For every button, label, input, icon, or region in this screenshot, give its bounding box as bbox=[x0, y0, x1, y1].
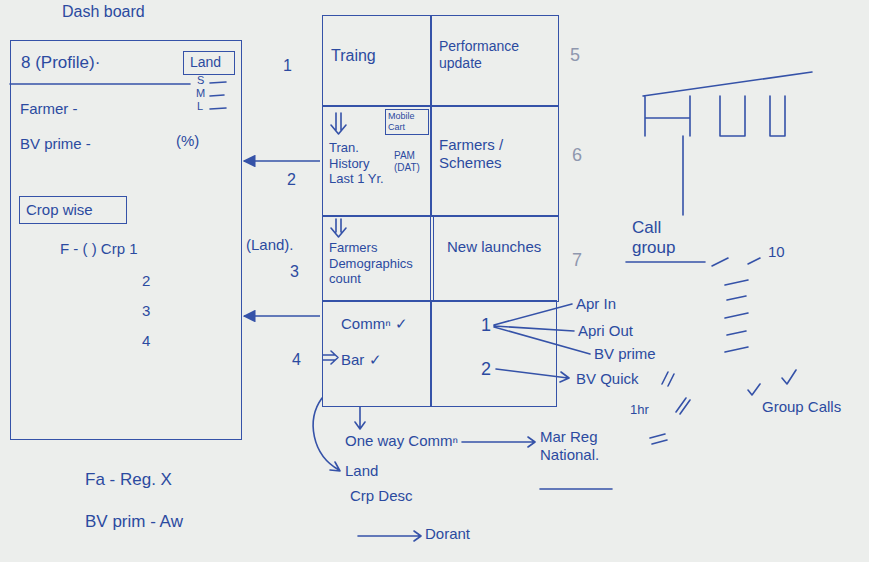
note-label: Crp Desc bbox=[350, 487, 413, 505]
note-label: 4 bbox=[142, 332, 150, 350]
mobile-cart-box: Mobile Cart bbox=[385, 109, 429, 135]
node-text: Mobile Cart bbox=[388, 111, 426, 133]
slash-marks bbox=[650, 372, 690, 444]
note-label: PAM (DAT) bbox=[394, 150, 428, 174]
tick-marks bbox=[748, 370, 796, 395]
note-label: 7 bbox=[572, 250, 582, 272]
note-label: L bbox=[197, 100, 203, 113]
connector-arrow bbox=[244, 315, 320, 317]
note-label: Land bbox=[345, 462, 378, 480]
diagram-title: Dash board bbox=[62, 2, 145, 21]
node-text: Farmers / Schemes bbox=[439, 136, 550, 172]
flow-arrow bbox=[358, 531, 421, 541]
node-text: 1 bbox=[481, 315, 491, 337]
note-label: Fa - Reg. X bbox=[85, 470, 172, 490]
node-text: New launches bbox=[447, 238, 541, 256]
down-double-arrow bbox=[331, 219, 346, 237]
dashboard-cell: Performance update bbox=[430, 15, 559, 107]
node-text: Demographics count bbox=[329, 256, 427, 287]
underline bbox=[540, 488, 612, 490]
note-label: 6 bbox=[572, 145, 582, 167]
note-label: 1hr bbox=[630, 402, 649, 418]
note-label: 1 bbox=[283, 56, 292, 75]
underline bbox=[626, 258, 728, 266]
dashboard-cell: Farmers / Schemes bbox=[430, 105, 559, 217]
note-label: 3 bbox=[142, 302, 150, 320]
note-label: Mar Reg National. bbox=[540, 428, 612, 464]
note-label: Group Calls bbox=[762, 398, 841, 416]
flag-drawing bbox=[643, 72, 812, 215]
node-text: 2 bbox=[481, 359, 491, 381]
flow-arrow bbox=[462, 437, 535, 447]
node-text: Bar ✓ bbox=[341, 351, 382, 369]
right-double-arrow bbox=[323, 351, 338, 364]
svg-part bbox=[10, 72, 812, 541]
note-label: BV Quick bbox=[576, 370, 639, 388]
node-text: Commⁿ ✓ bbox=[341, 315, 408, 333]
note-label: BV prime - bbox=[20, 135, 91, 153]
header-rule bbox=[10, 83, 190, 85]
note-label: Farmer - bbox=[20, 100, 78, 118]
note-label: Call group bbox=[632, 218, 694, 259]
node-text: Land bbox=[190, 54, 221, 71]
note-label: (Land). bbox=[246, 236, 294, 254]
dashboard-cell: FarmersDemographics count bbox=[322, 215, 434, 302]
dashboard-cell: Traing bbox=[322, 15, 432, 107]
note-label: (%) bbox=[176, 132, 199, 150]
node-text: Farmers bbox=[329, 240, 377, 256]
note-label: 5 bbox=[570, 45, 580, 67]
connector-arrow bbox=[244, 160, 320, 162]
note-label: M bbox=[196, 87, 205, 100]
note-label: 4 bbox=[292, 350, 301, 369]
node-text: Performance update bbox=[439, 38, 550, 72]
dashboard-cell: 12 bbox=[430, 300, 557, 407]
size-dashes bbox=[210, 82, 226, 109]
note-label: 2 bbox=[287, 170, 296, 189]
node-text: Crop wise bbox=[26, 201, 93, 219]
curved-arrow bbox=[313, 398, 340, 471]
note-label: BV prim - Aw bbox=[85, 512, 183, 532]
down-arrow bbox=[355, 407, 365, 429]
note-label: 2 bbox=[142, 272, 150, 290]
down-double-arrow bbox=[331, 113, 346, 134]
dashboard-cell: New launches bbox=[430, 215, 559, 302]
node-text: Tran. History Last 1 Yr. bbox=[329, 140, 393, 187]
dashboard-cell: Commⁿ ✓ Bar ✓ bbox=[322, 300, 432, 407]
note-label: Apr In bbox=[576, 295, 616, 313]
note-label: S bbox=[197, 74, 204, 87]
node-text: Traing bbox=[331, 46, 376, 65]
node-text: 8 (Profile)· bbox=[21, 53, 100, 73]
land-box: Land bbox=[183, 51, 235, 75]
tally-dashes bbox=[725, 258, 760, 352]
dashboard-cell: Tran. History Last 1 Yr. Mobile Cart bbox=[322, 105, 432, 217]
leader-lines bbox=[494, 304, 590, 354]
note-label: 10 bbox=[768, 243, 785, 261]
leader-arrow bbox=[496, 369, 569, 382]
crop-box: Crop wise bbox=[19, 196, 127, 224]
note-label: Apri Out bbox=[578, 322, 633, 340]
note-label: F - ( ) Crp 1 bbox=[60, 240, 138, 258]
note-label: BV prime bbox=[594, 345, 656, 363]
note-label: 3 bbox=[290, 262, 299, 281]
note-label: Dorant bbox=[425, 525, 470, 543]
note-label: One way Commⁿ bbox=[345, 432, 458, 450]
